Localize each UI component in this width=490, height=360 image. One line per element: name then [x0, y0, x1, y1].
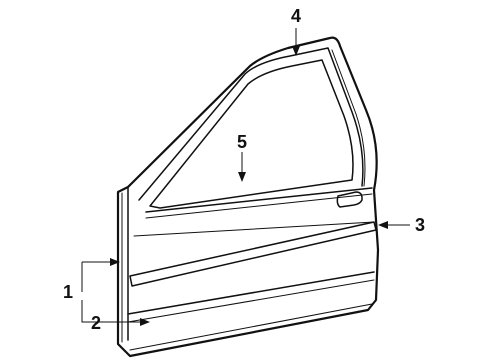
belt-weatherstrip — [145, 187, 373, 213]
callout-1: 1 — [63, 282, 73, 302]
callout-3: 3 — [415, 215, 425, 235]
rear-sash-channel — [321, 59, 354, 181]
arrowhead-2 — [140, 318, 150, 326]
door-shell-outline — [116, 36, 380, 358]
arrowhead-5 — [238, 172, 246, 182]
arrowhead-1 — [110, 258, 120, 266]
lower-molding — [127, 271, 375, 315]
door-handle — [336, 191, 363, 208]
door-drawing — [116, 36, 380, 358]
callout-5: 5 — [237, 132, 247, 152]
side-molding — [129, 221, 377, 287]
belt-weatherstrip-lower — [145, 193, 373, 219]
callout-2: 2 — [91, 313, 101, 333]
leaders — [81, 28, 410, 326]
callout-labels: 4 5 3 1 2 — [63, 6, 425, 333]
arrowhead-3 — [378, 221, 388, 229]
arrowhead-4 — [292, 46, 300, 56]
door-bottom-edge — [129, 303, 373, 351]
leader-2 — [81, 300, 104, 323]
rear-sash-channel-2 — [331, 49, 366, 187]
lower-molding-2 — [127, 279, 375, 323]
body-crease-line — [133, 221, 375, 237]
callout-4: 4 — [291, 6, 301, 26]
window-frame-outer — [138, 47, 364, 201]
